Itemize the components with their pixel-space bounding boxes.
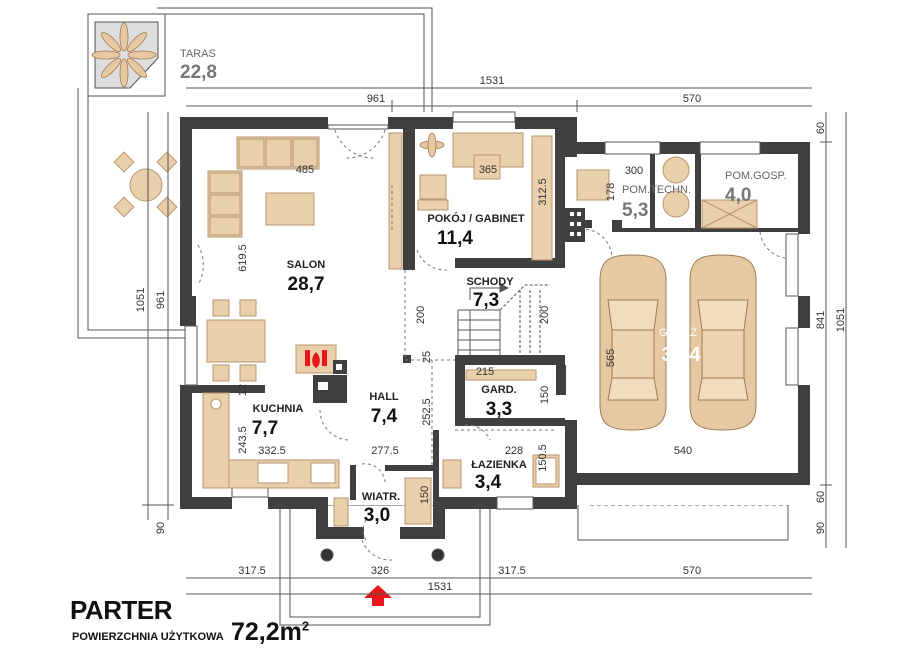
total-area-value: 72,2m [231, 618, 302, 646]
kitchen-counter [202, 392, 340, 489]
room-label-pomgosp: POM.GOSP. [725, 170, 787, 182]
dimension-lines [142, 87, 847, 595]
terrace [77, 7, 433, 339]
dim-top-total: 1531 [480, 75, 504, 87]
dim-schody-h2: 200 [539, 306, 551, 324]
dim-right-top: 60 [815, 122, 827, 134]
floor-subtitle: POWIERZCHNIA UŻYTKOWA [72, 631, 224, 643]
dim-kuch-12: 12 [237, 384, 249, 396]
dim-pomtech-178: 178 [605, 183, 617, 201]
sofa [207, 136, 320, 238]
dim-bottom-total: 1531 [428, 581, 452, 593]
dim-top-left: 961 [367, 93, 385, 105]
room-area-kuchnia: 7,7 [252, 418, 278, 439]
room-label-gard: GARD. [481, 384, 516, 396]
room-area-gard: 3,3 [486, 399, 512, 420]
car-left [599, 254, 667, 431]
room-area-garaz: 30,4 [662, 344, 702, 366]
total-area-unit-sup: 2 [301, 618, 310, 634]
dim-garaz-w: 540 [674, 445, 692, 457]
room-label-kuchnia: KUCHNIA [253, 403, 304, 415]
room-label-lazienka: ŁAZIENKA [471, 459, 527, 471]
dim-laz-w: 228 [505, 445, 523, 457]
dim-right-bottom-60: 60 [815, 491, 827, 503]
desk [388, 132, 553, 270]
dim-bottom-c: 317.5 [498, 565, 526, 577]
dim-bottom-b: 326 [371, 565, 389, 577]
dim-pokoj-h: 312.5 [537, 178, 549, 206]
room-label-pomtech: POM.TECHN. [622, 184, 691, 196]
room-label-wiatr: WIATR. [362, 491, 400, 503]
dim-right-b: 1051 [835, 308, 847, 332]
dashed-lines [391, 185, 555, 465]
car-right [689, 254, 757, 431]
dim-pomtech-w: 300 [625, 165, 643, 177]
dim-left-outer: 1051 [135, 288, 147, 312]
room-label-pokoj: POKÓJ / GABINET [427, 212, 524, 225]
room-label-taras: TARAS [180, 48, 216, 60]
dim-left-inner: 961 [155, 291, 167, 309]
dim-salon-h: 619.5 [237, 244, 249, 272]
plant-icon [91, 21, 159, 89]
entrance-arrow-icon [364, 585, 392, 606]
dim-schody-h: 200 [415, 306, 427, 324]
total-area: 72,2m2 [231, 618, 309, 647]
room-area-pokoj: 11,4 [437, 228, 473, 249]
walls [180, 117, 810, 539]
room-area-pomgosp: 4,0 [725, 185, 751, 206]
dim-gard-w: 215 [476, 366, 494, 378]
dining-table [206, 299, 266, 382]
dim-kuch-w: 332.5 [258, 445, 286, 457]
room-label-schody: SCHODY [466, 276, 514, 288]
plant-icon-2 [419, 132, 445, 158]
room-area-taras: 22,8 [180, 62, 217, 83]
dim-left-bottom: 90 [155, 522, 167, 534]
dim-kuch-h: 243.5 [237, 426, 249, 454]
dim-right-a: 841 [815, 311, 827, 329]
fireplace [295, 344, 347, 403]
room-area-lazienka: 3,4 [475, 472, 502, 493]
room-label-salon: SALON [287, 259, 326, 271]
dim-garaz-h: 565 [605, 349, 617, 367]
utility-fixtures [576, 156, 758, 229]
dim-laz-h: 150.5 [537, 444, 549, 472]
bathroom-fixtures [442, 454, 560, 489]
dim-salon-w: 485 [296, 164, 314, 176]
dim-top-right: 570 [683, 93, 701, 105]
room-area-wiatr: 3,0 [364, 505, 390, 526]
floor-title: PARTER [70, 595, 172, 625]
dim-hall-w: 25 [421, 351, 433, 363]
room-area-hall: 7,4 [371, 406, 398, 427]
dim-bottom-a: 317.5 [238, 565, 266, 577]
room-label-hall: HALL [369, 391, 399, 403]
dim-hall-277: 277.5 [371, 445, 399, 457]
terrace-table [113, 151, 178, 218]
heating-unit [565, 208, 585, 242]
room-area-salon: 28,7 [288, 274, 325, 295]
dim-bottom-d: 570 [683, 565, 701, 577]
dim-wiatr-150: 150 [419, 486, 431, 504]
stairs [457, 283, 550, 355]
dim-hall-h: 252.5 [421, 398, 433, 426]
dim-right-bottom-90: 90 [815, 522, 827, 534]
dim-pokoj-w: 365 [479, 164, 497, 176]
room-area-pomtech: 5,3 [622, 200, 648, 221]
room-label-garaz: GARAŻ [659, 326, 697, 339]
wardrobes [333, 369, 537, 527]
room-area-schody: 7,3 [473, 290, 499, 311]
door-swings [197, 129, 786, 561]
dim-gard-h: 150 [539, 386, 551, 404]
